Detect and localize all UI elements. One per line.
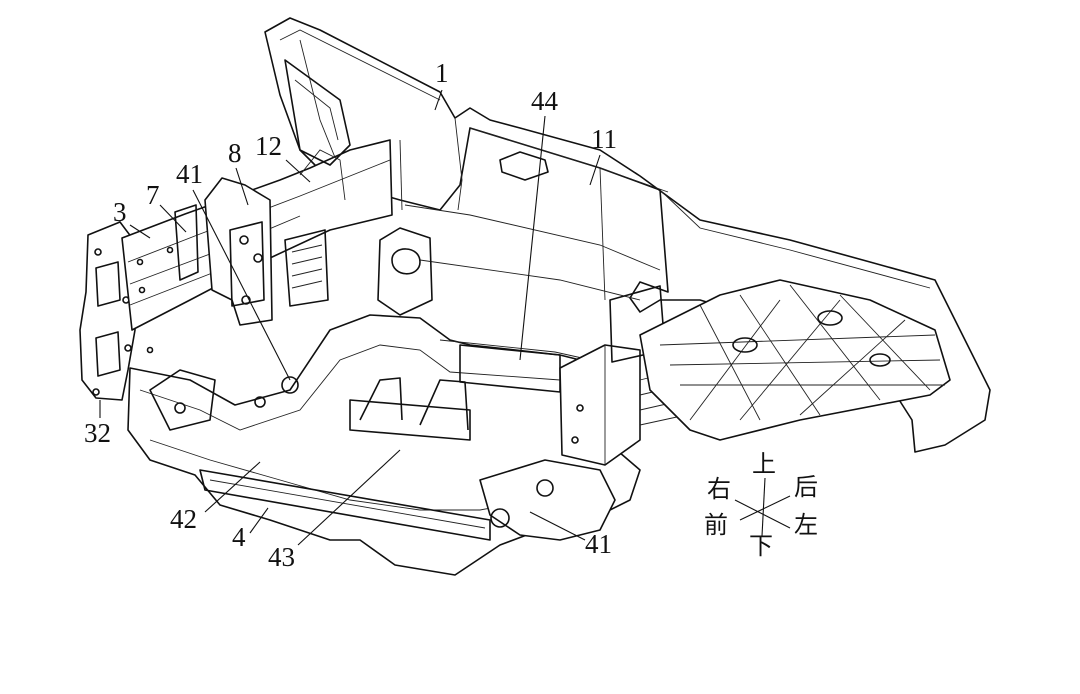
compass-up: 上 — [752, 450, 776, 478]
label-3: 3 — [113, 197, 127, 227]
label-7: 7 — [146, 180, 160, 210]
compass-right: 右 — [707, 475, 731, 503]
label-8: 8 — [228, 138, 242, 168]
compass-left: 左 — [794, 511, 818, 539]
label-11: 11 — [591, 124, 617, 154]
label-44: 44 — [531, 86, 559, 116]
label-43: 43 — [268, 542, 295, 572]
compass-front: 前 — [704, 511, 728, 539]
upper-frame-panel — [264, 17, 991, 453]
label-1: 1 — [435, 58, 449, 88]
label-42: 42 — [170, 504, 197, 534]
compass-back: 后 — [794, 473, 818, 501]
label-32: 32 — [84, 418, 111, 448]
leader-lines — [99, 89, 601, 546]
label-4: 4 — [232, 522, 246, 552]
label-41-upper: 41 — [176, 159, 203, 189]
compass-down: 下 — [749, 532, 773, 560]
label-12: 12 — [255, 131, 282, 161]
front-crossmember-bracket — [79, 59, 393, 401]
orientation-compass: 上 下 前 后 左 右 — [704, 450, 818, 560]
subframe-assembly — [127, 227, 641, 576]
rear-lattice-tray — [639, 279, 951, 441]
label-41-lower: 41 — [585, 529, 612, 559]
